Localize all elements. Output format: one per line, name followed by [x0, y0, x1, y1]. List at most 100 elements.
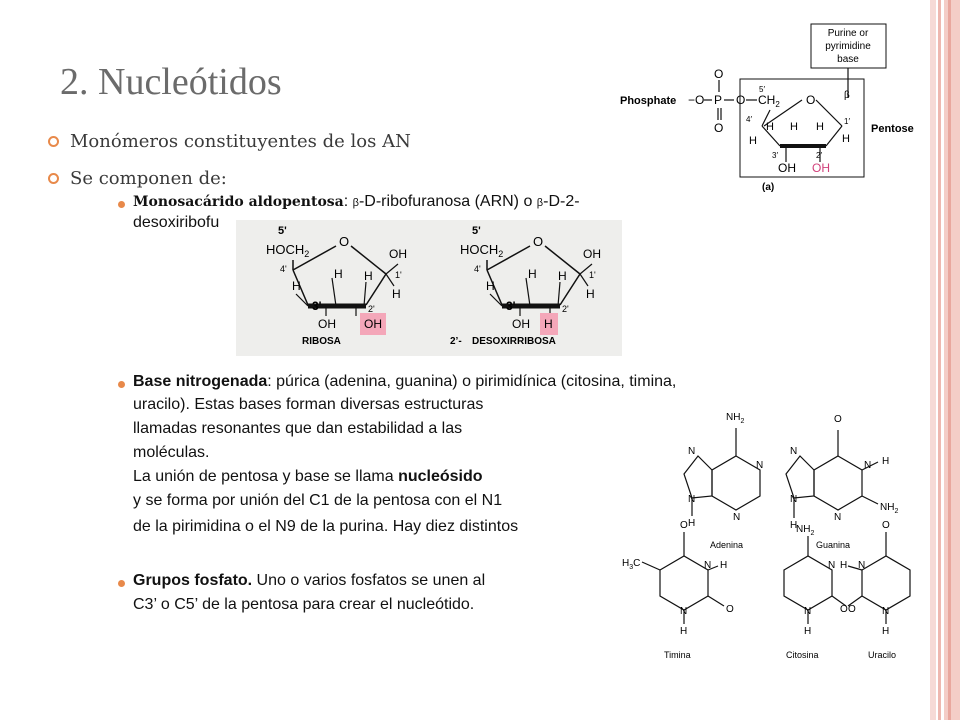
- sub-bullet-grupos-fosfato: Grupos fosfato. Uno o varios fosfatos se…: [133, 572, 485, 590]
- svg-text:HOCH2: HOCH2: [460, 242, 503, 259]
- n-label: N: [704, 560, 711, 571]
- decor-stripe: [938, 0, 941, 720]
- oh-label-highlight: OH: [364, 317, 382, 331]
- h-label: H: [720, 560, 727, 571]
- ribose-structure: 5' HOCH2 O 4' H H H 1' OH H 3' 2' OH RIB…: [266, 225, 407, 347]
- figure-caption: (a): [762, 182, 774, 193]
- nh2-label: NH: [880, 502, 894, 513]
- bullet-monomeros: Monómeros constituyentes de los AN: [48, 131, 411, 152]
- base-name-citosina: Citosina: [786, 650, 819, 660]
- nh2-label: NH: [726, 412, 740, 423]
- bullet-text: Monómeros constituyentes de los AN: [70, 131, 411, 152]
- minus-o-label: −O: [688, 93, 704, 107]
- h-label: H: [842, 133, 850, 145]
- svg-text:NH2: NH2: [726, 412, 744, 425]
- label-hoch2: HOCH: [266, 242, 304, 257]
- oh-label: OH: [583, 247, 601, 261]
- bullet-ring-icon: [48, 173, 59, 184]
- h-label: H: [680, 626, 687, 637]
- n-label: N: [828, 560, 835, 571]
- text-line-nucleosido: La unión de pentosa y base se llama nucl…: [133, 468, 483, 486]
- sub-bullet-dot-icon: [118, 580, 125, 587]
- h-label: H: [486, 279, 495, 293]
- n-label: N: [688, 446, 695, 457]
- h-label: H: [816, 121, 824, 133]
- decor-stripe: [930, 0, 936, 720]
- o-label: O: [726, 604, 734, 615]
- n-label: N: [834, 512, 841, 523]
- h-label: H: [392, 287, 401, 301]
- o-label: O: [714, 121, 723, 135]
- o-label: O: [680, 520, 688, 531]
- base-box-line: base: [837, 54, 859, 65]
- prime-1: 1′: [844, 117, 850, 126]
- o-label: O: [848, 604, 856, 615]
- oh-label: OH: [778, 161, 796, 175]
- prime-1: 1': [589, 270, 596, 280]
- text: -D-ribofuranosa (ARN) o: [358, 193, 537, 210]
- base-box-line: Purine or: [828, 28, 869, 39]
- text: :: [343, 193, 353, 210]
- h-label: H: [882, 626, 889, 637]
- decor-stripe: [944, 0, 960, 720]
- sub-bullet-base-nitrogenada: Base nitrogenada: púrica (adenina, guani…: [133, 373, 676, 391]
- h-label: H: [688, 518, 695, 529]
- prime-4: 4': [474, 264, 481, 274]
- bold-term: nucleósido: [398, 468, 483, 485]
- bullet-componen: Se componen de:: [48, 168, 227, 189]
- o-label: O: [834, 414, 842, 425]
- oh-label: OH: [318, 317, 336, 331]
- prime-4: 4′: [746, 115, 752, 124]
- n-label: N: [864, 460, 871, 471]
- n-label: N: [804, 606, 811, 617]
- pentose-label: Pentose: [871, 123, 914, 135]
- decor-stripe: [948, 0, 951, 720]
- label-3prime: 3': [312, 299, 322, 313]
- text-line: de la pirimidina o el N9 de la purina. H…: [133, 518, 519, 535]
- svg-text:HOCH2: HOCH2: [266, 242, 309, 259]
- o-label: O: [882, 520, 890, 531]
- text: La unión de pentosa y base se llama: [133, 468, 399, 485]
- svg-text:NH2: NH2: [880, 502, 898, 515]
- base-name-guanina: Guanina: [816, 540, 850, 550]
- h-label: H: [586, 287, 595, 301]
- h-label: H: [840, 560, 847, 571]
- beta-symbol: β: [536, 197, 544, 209]
- slide-title: 2. Nucleótidos: [60, 61, 282, 103]
- label-5prime: 5': [472, 225, 481, 237]
- desoxi-prefix: 2’-: [450, 336, 462, 347]
- text-line: uracilo). Estas bases forman diversas es…: [133, 396, 484, 413]
- bold-term: Monosacárido aldopentosa: [133, 194, 344, 210]
- h-label: H: [882, 456, 889, 467]
- svg-text:NH2: NH2: [796, 524, 814, 537]
- beta-symbol: β: [352, 197, 359, 209]
- prime-1: 1': [395, 270, 402, 280]
- text: -D-2-: [543, 193, 580, 210]
- oh-label: OH: [389, 247, 407, 261]
- label-3prime: 3': [506, 299, 516, 313]
- label-5prime: 5': [278, 225, 287, 237]
- bullet-text: Se componen de:: [70, 168, 227, 189]
- svg-text:CH2: CH2: [758, 93, 780, 109]
- n-label: N: [858, 560, 865, 571]
- n-label: N: [688, 494, 695, 505]
- h-label: H: [292, 279, 301, 293]
- h-label: H: [334, 267, 343, 281]
- label-hoch2: HOCH: [460, 242, 498, 257]
- sub-bullet-monosacarido-line2: desoxiribofu: [133, 214, 220, 231]
- bold-term: Base nitrogenada: [133, 373, 268, 390]
- desoxirribosa-label: DESOXIRRIBOSA: [472, 336, 556, 347]
- oh-label: OH: [512, 317, 530, 331]
- ribosa-label: RIBOSA: [302, 336, 341, 347]
- text-line: C3’ o C5’ de la pentosa para crear el nu…: [133, 596, 475, 613]
- prime-5: 5′: [759, 85, 765, 94]
- ring-oxygen: O: [339, 234, 349, 249]
- text-line: moléculas.: [133, 444, 210, 461]
- deoxyribose-structure: 5' HOCH2 O 4' H H H 1' OH H 3' 2' OH H 2…: [450, 225, 601, 347]
- n-label: N: [680, 606, 687, 617]
- prime-2: 2': [368, 304, 375, 314]
- oh-pink-label: OH: [812, 161, 830, 175]
- h3c-label: H: [622, 558, 629, 569]
- sub-bullet-dot-icon: [118, 201, 125, 208]
- bullet-ring-icon: [48, 136, 59, 147]
